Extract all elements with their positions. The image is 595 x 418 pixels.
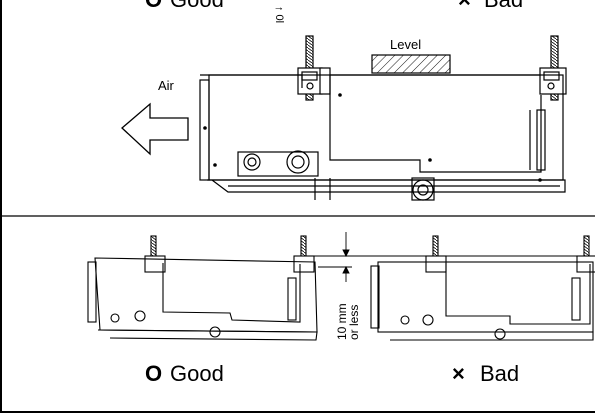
top-good-symbol: O [145, 0, 162, 12]
hanging-bolt-left [297, 35, 331, 101]
dimension-reference [306, 232, 352, 282]
top-partial-mark: ↑ 0l [273, 6, 285, 23]
hanging-bolt-right [539, 35, 567, 101]
bottom-right-unit-diagram [352, 235, 595, 341]
air-label: Air [158, 78, 175, 93]
air-direction-arrow-icon [121, 102, 189, 156]
bottom-left-unit-diagram [87, 235, 318, 341]
top-bad-label: × Bad [458, 0, 523, 12]
dimension-label-line2: or less [347, 305, 361, 340]
unit-body [208, 74, 564, 181]
bottom-good-text: Good [170, 361, 224, 386]
dimension-label-line1: 10 mm [335, 303, 349, 340]
bottom-bad-symbol: × [452, 361, 465, 386]
bottom-bad-text: Bad [480, 361, 519, 386]
top-bad-text: Bad [484, 0, 523, 12]
bottom-bad-label: × Bad [452, 361, 519, 386]
top-good-label: O Good [145, 0, 224, 12]
drain-outlet [412, 179, 434, 201]
top-bad-symbol: × [458, 0, 471, 12]
top-good-text: Good [170, 0, 224, 12]
top-unit-diagram [199, 35, 567, 201]
bottom-good-symbol: O [145, 361, 162, 386]
pipe-fitting-small [243, 153, 261, 171]
bottom-good-label: O Good [145, 361, 224, 386]
level-label: Level [390, 37, 421, 52]
pipe-fitting-large [286, 150, 310, 174]
drain-pan [207, 179, 566, 193]
level-block [371, 54, 451, 74]
unit-inner-panel [329, 75, 542, 173]
